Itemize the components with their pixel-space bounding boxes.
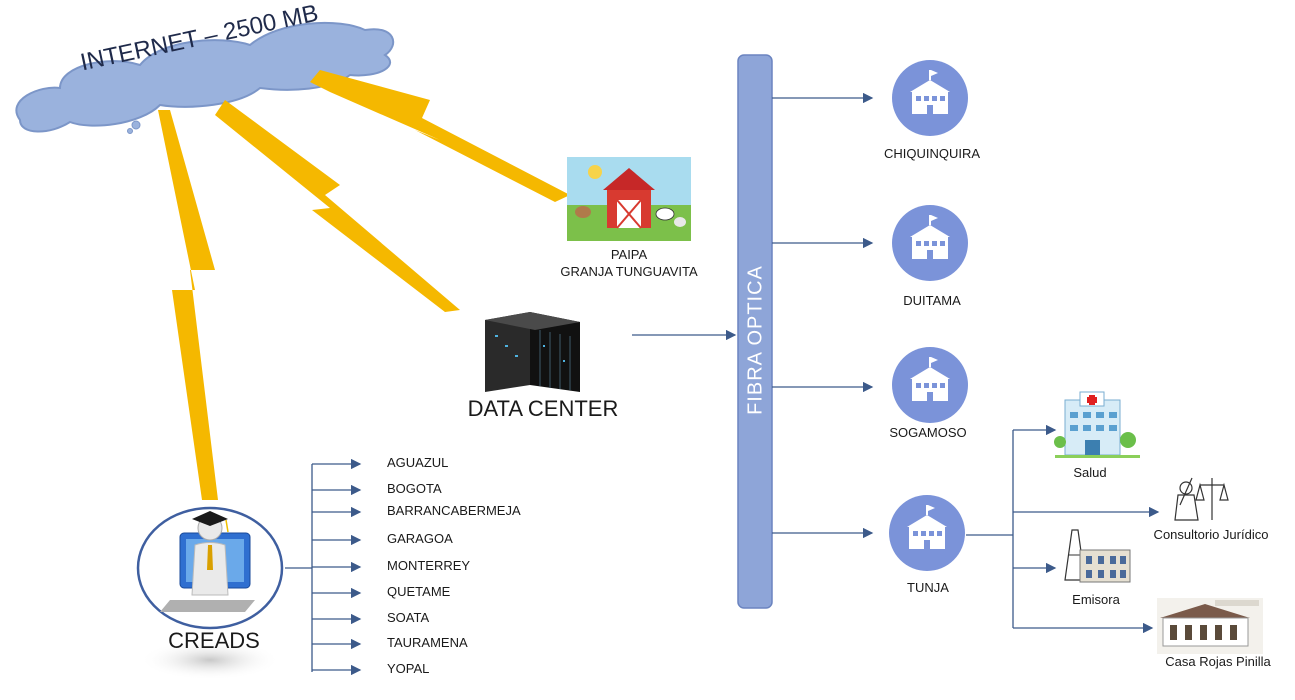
justice-statue-icon bbox=[1174, 477, 1229, 521]
campus-links bbox=[772, 92, 874, 539]
cloud-icon bbox=[15, 21, 395, 134]
hospital-icon bbox=[1054, 391, 1140, 458]
site-garagoa: GARAGOA bbox=[387, 531, 453, 546]
branch-casa-rojas: Casa Rojas Pinilla bbox=[1165, 654, 1271, 669]
campus-chiquinquira: CHIQUINQUIRA bbox=[883, 146, 981, 161]
server-rack-icon bbox=[485, 312, 580, 392]
branch-salud: Salud bbox=[1073, 465, 1107, 480]
site-yopal: YOPAL bbox=[387, 661, 430, 676]
farm-barn-icon bbox=[567, 157, 691, 241]
fiber-optic-label: FIBRA OPTICA bbox=[744, 265, 767, 415]
site-monterrey: MONTERREY bbox=[387, 558, 471, 573]
colonial-house-icon bbox=[1157, 598, 1263, 654]
radio-tower-icon bbox=[1064, 529, 1131, 583]
datacenter-label: DATA CENTER bbox=[467, 396, 619, 421]
site-tauramena: TAURAMENA bbox=[387, 635, 468, 650]
lightning-icon bbox=[158, 70, 570, 500]
creads-label: CREADS bbox=[168, 628, 260, 653]
creads-links bbox=[285, 458, 362, 676]
branch-consultorio: Consultorio Jurídico bbox=[1153, 527, 1269, 542]
campus-building-glyphs bbox=[907, 70, 950, 549]
site-aguazul: AGUAZUL bbox=[387, 455, 449, 470]
site-bogota: BOGOTA bbox=[387, 481, 442, 496]
site-soata: SOATA bbox=[387, 610, 430, 625]
tunja-links bbox=[966, 424, 1160, 634]
campus-tunja: TUNJA bbox=[907, 580, 949, 595]
fiber-optic-bar bbox=[737, 54, 773, 609]
paipa-label: PAIPA bbox=[610, 247, 648, 262]
granja-label: GRANJA TUNGUAVITA bbox=[560, 264, 698, 279]
site-barrancabermeja: BARRANCABERMEJA bbox=[387, 503, 521, 518]
campus-windows bbox=[913, 96, 945, 549]
campus-duitama: DUITAMA bbox=[903, 293, 961, 308]
site-quetame: QUETAME bbox=[387, 584, 451, 599]
university-building-icon bbox=[889, 60, 968, 571]
campus-sogamoso: SOGAMOSO bbox=[889, 425, 967, 440]
graduate-computer-icon bbox=[136, 506, 284, 680]
branch-emisora: Emisora bbox=[1072, 592, 1120, 607]
